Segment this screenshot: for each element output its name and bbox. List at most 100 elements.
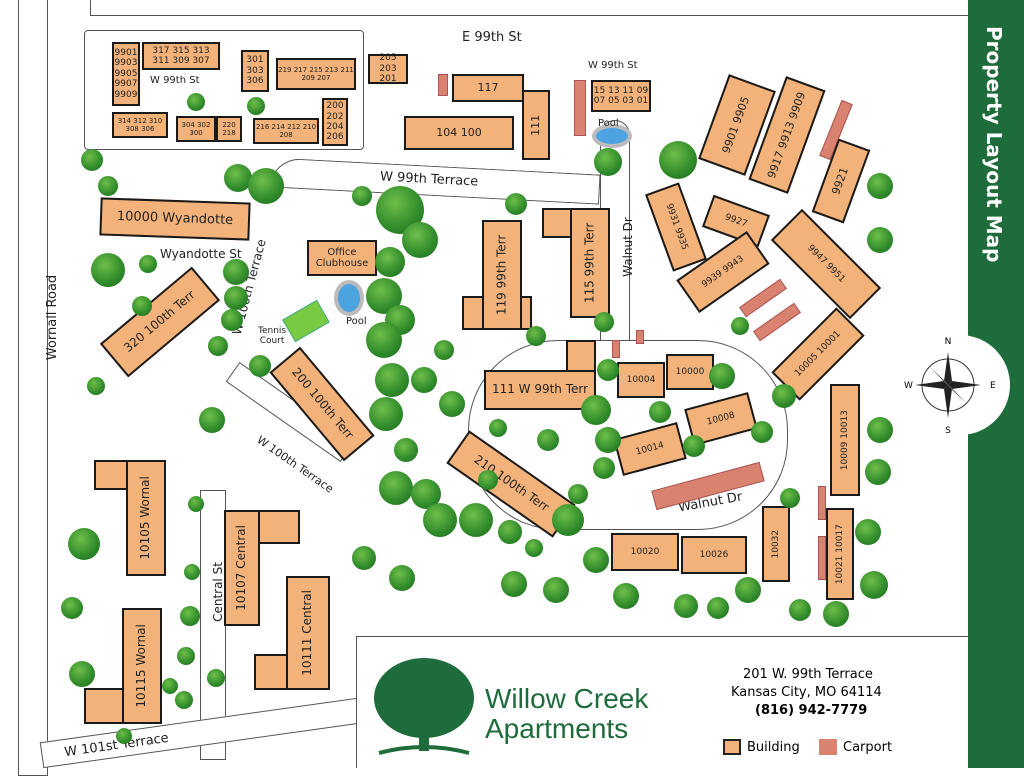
compass-e: E — [990, 381, 996, 391]
sidebar-title: Property Layout Map — [982, 26, 1006, 263]
road-wornall — [18, 0, 48, 776]
tree-icon — [489, 419, 507, 437]
tree-icon — [649, 401, 671, 423]
building-10020[interactable]: 10020 — [611, 533, 679, 571]
tree-icon — [184, 564, 200, 580]
tree-icon — [659, 141, 697, 179]
carport — [438, 74, 448, 96]
tree-icon — [139, 255, 157, 273]
building-10107-central[interactable]: 10107 Central — [224, 510, 260, 626]
willow-tree-logo — [374, 658, 474, 755]
tree-icon — [98, 176, 118, 196]
street-wornall: Wornall Road — [45, 274, 61, 361]
pool-label-north: Pool — [598, 118, 619, 129]
tree-icon — [860, 571, 888, 599]
tree-icon — [867, 227, 893, 253]
tree-icon — [188, 496, 204, 512]
building-304[interactable]: 304 302 300 — [176, 116, 216, 142]
building-9931[interactable]: 9931 9935 — [645, 182, 707, 272]
building-200[interactable]: 200 202 204 206 — [322, 98, 348, 146]
compass-s: S — [945, 426, 951, 436]
building-pool-units[interactable]: 15 13 11 09 07 05 03 01 — [591, 80, 651, 112]
tree-icon — [208, 336, 228, 356]
street-walnut-1: Walnut Dr — [620, 217, 635, 277]
building-314[interactable]: 314 312 310 308 306 — [112, 112, 168, 138]
street-e99th: E 99th St — [462, 30, 522, 45]
tree-icon — [613, 583, 639, 609]
compass-rose-icon: N S E W — [904, 335, 1010, 436]
tree-icon — [369, 397, 403, 431]
tree-icon — [91, 253, 125, 287]
building-10000[interactable]: 10000 — [666, 354, 714, 390]
tree-icon — [537, 429, 559, 451]
tree-icon — [501, 571, 527, 597]
building-205[interactable]: 205 203 201 — [368, 53, 408, 84]
tree-icon — [162, 678, 178, 694]
pool-north — [592, 124, 632, 148]
building-10004[interactable]: 10004 — [617, 362, 665, 398]
building-9901[interactable]: 9901 9903 9905 9907 9909 — [112, 42, 140, 106]
tree-icon — [683, 435, 705, 457]
carport — [818, 536, 826, 580]
building-10105-wornal[interactable]: 10105 Wornal — [126, 460, 166, 576]
tree-icon — [525, 539, 543, 557]
building-115-99th-terr[interactable]: 115 99th Terr — [570, 208, 610, 318]
tree-icon — [593, 457, 615, 479]
building-119-99th-terr[interactable]: 119 99th Terr — [482, 220, 522, 330]
street-w99th-b: W 99th St — [588, 60, 638, 71]
street-wyandotte: Wyandotte St — [160, 247, 242, 261]
tree-icon — [505, 193, 527, 215]
building-10026[interactable]: 10026 — [681, 536, 747, 574]
legend-carport: Carport — [819, 739, 892, 755]
tree-icon — [175, 691, 193, 709]
tree-icon — [221, 309, 243, 331]
tree-icon — [459, 503, 493, 537]
phone[interactable]: (816) 942-7779 — [755, 703, 868, 718]
tree-icon — [751, 421, 773, 443]
tree-icon — [180, 606, 200, 626]
street-w99th-a: W 99th St — [150, 75, 200, 86]
building-117[interactable]: 117 — [452, 74, 524, 102]
tree-icon — [247, 97, 265, 115]
tree-icon — [224, 286, 248, 310]
legend-carport-swatch — [819, 739, 837, 755]
address-line1: 201 W. 99th Terrace — [743, 667, 873, 682]
tree-icon — [789, 599, 811, 621]
building-10017[interactable]: 10021 10017 — [826, 508, 854, 600]
office-clubhouse[interactable]: Office Clubhouse — [307, 240, 377, 276]
brand-name-line2: Apartments — [485, 713, 629, 744]
building-317[interactable]: 317 315 313 311 309 307 — [142, 42, 220, 70]
tree-icon — [552, 504, 584, 536]
building-9947[interactable]: 9947 9951 — [770, 208, 882, 320]
legend-building-swatch — [723, 739, 741, 755]
building-111[interactable]: 111 — [522, 90, 550, 160]
tree-icon — [411, 367, 437, 393]
tree-icon — [865, 459, 891, 485]
tree-icon — [207, 669, 225, 687]
building-301[interactable]: 301 303 306 — [241, 50, 269, 92]
building-10111-central[interactable]: 10111 Central — [286, 576, 330, 690]
tree-icon — [867, 173, 893, 199]
tree-icon — [223, 259, 249, 285]
building-10115-wornal[interactable]: 10115 Wornal — [122, 608, 162, 724]
tree-icon — [352, 186, 372, 206]
building-111-w-99th-terr[interactable]: 111 W 99th Terr — [484, 370, 596, 410]
tree-icon — [498, 520, 522, 544]
building-10032[interactable]: 10032 — [762, 506, 790, 582]
building-10000-wyandotte[interactable]: 10000 Wyandotte — [99, 197, 251, 241]
building-216[interactable]: 216 214 212 210 208 — [253, 118, 319, 144]
tree-icon — [597, 359, 619, 381]
tree-icon — [568, 484, 588, 504]
building-104-100[interactable]: 104 100 — [404, 116, 514, 150]
tree-icon — [224, 164, 252, 192]
road-e99th — [90, 0, 970, 16]
building-219[interactable]: 219 217 215 213 211 209 207 — [276, 58, 356, 90]
carport — [612, 340, 620, 358]
tree-icon — [389, 565, 415, 591]
building-220[interactable]: 220 218 — [216, 116, 242, 142]
tree-icon — [434, 340, 454, 360]
carport — [636, 330, 644, 344]
building-10009[interactable]: 10009 10013 — [830, 384, 860, 496]
tree-icon — [594, 148, 622, 176]
tree-icon — [352, 546, 376, 570]
